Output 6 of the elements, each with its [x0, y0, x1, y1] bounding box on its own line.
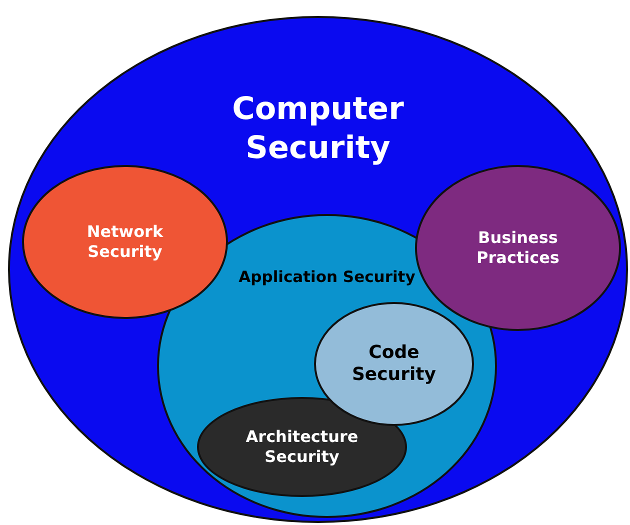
ellipse-label: Code Security: [350, 342, 438, 386]
ellipse-label: Computer Security: [231, 90, 405, 168]
ellipse-label: Business Practices: [476, 228, 560, 268]
ellipse-label: Network Security: [86, 222, 164, 262]
ellipse-label: Architecture Security: [244, 427, 360, 467]
ellipse-label: Application Security: [238, 268, 416, 288]
